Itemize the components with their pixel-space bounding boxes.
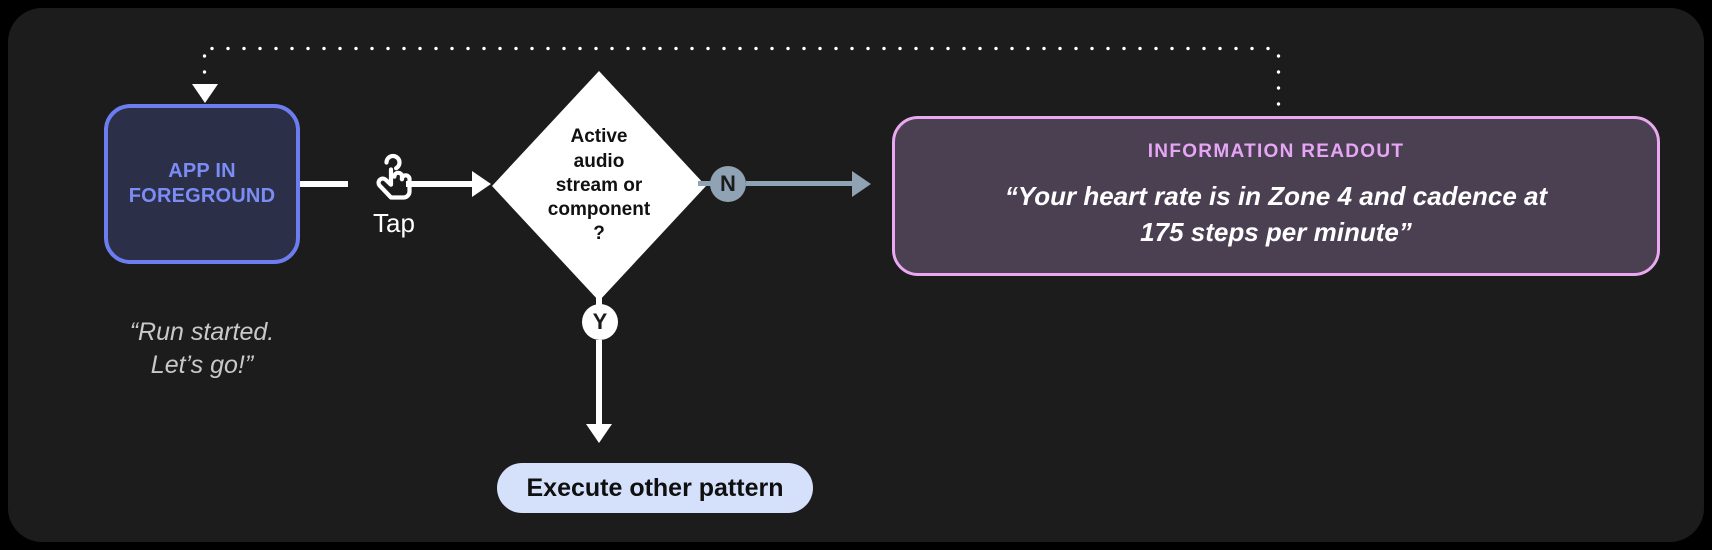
readout-body: “Your heart rate is in Zone 4 and cadenc… — [1005, 179, 1547, 251]
app-caption-line2: Let’s go!” — [150, 351, 254, 379]
connector-readout-arrowhead-icon — [852, 171, 871, 197]
app-node-label-line1: APP IN — [168, 160, 236, 182]
decision-line5: ? — [593, 223, 605, 245]
decision-line4: component — [547, 199, 651, 221]
execute-other-pattern-label: Execute other pattern — [526, 473, 784, 502]
app-node-label-line2: FOREGROUND — [128, 185, 276, 207]
feedback-dotted-segment-left — [202, 48, 207, 86]
execute-other-pattern-pill[interactable]: Execute other pattern — [497, 463, 813, 513]
readout-body-line1: “Your heart rate is in Zone 4 and cadenc… — [1004, 181, 1548, 212]
information-readout-panel[interactable]: INFORMATION READOUT “Your heart rate is … — [892, 116, 1660, 276]
connector-decision-to-no-badge — [698, 181, 714, 186]
decision-diamond-label: Active audio stream or component ? — [492, 71, 706, 301]
diagram-canvas: APP IN FOREGROUND “Run started. Let’s go… — [8, 8, 1704, 542]
branch-badge-no-label: N — [720, 171, 736, 196]
feedback-arrowhead-icon — [192, 84, 218, 103]
app-caption-line1: “Run started. — [129, 318, 275, 346]
connector-pill-arrowhead-icon — [586, 424, 612, 443]
decision-line1: Active — [570, 126, 628, 148]
decision-diamond[interactable]: Active audio stream or component ? — [492, 71, 706, 301]
tap-gesture-label: Tap — [373, 208, 415, 238]
branch-badge-yes-label: Y — [592, 309, 608, 334]
decision-line2: audio — [573, 150, 625, 172]
readout-body-line2: 175 steps per minute” — [1140, 217, 1412, 247]
branch-badge-no: N — [710, 166, 746, 202]
app-node-caption: “Run started. Let’s go!” — [94, 316, 310, 382]
readout-title: INFORMATION READOUT — [1147, 141, 1405, 163]
connector-tap-to-decision — [406, 181, 472, 187]
tap-gesture-group: Tap — [348, 148, 440, 239]
feedback-dotted-segment-right — [1276, 48, 1281, 118]
feedback-dotted-segment-top — [204, 46, 1280, 51]
app-in-foreground-node[interactable]: APP IN FOREGROUND — [104, 104, 300, 264]
tap-gesture-icon — [376, 153, 412, 200]
connector-app-to-tap — [300, 181, 348, 187]
connector-yes-to-pill — [596, 340, 602, 424]
connector-decision-to-yes-badge — [596, 293, 602, 309]
connector-no-to-readout — [746, 181, 852, 186]
branch-badge-yes: Y — [582, 304, 618, 340]
app-node-label: APP IN FOREGROUND — [129, 159, 275, 209]
decision-line3: stream or — [555, 174, 643, 196]
connector-decision-arrowhead-icon — [472, 171, 491, 197]
